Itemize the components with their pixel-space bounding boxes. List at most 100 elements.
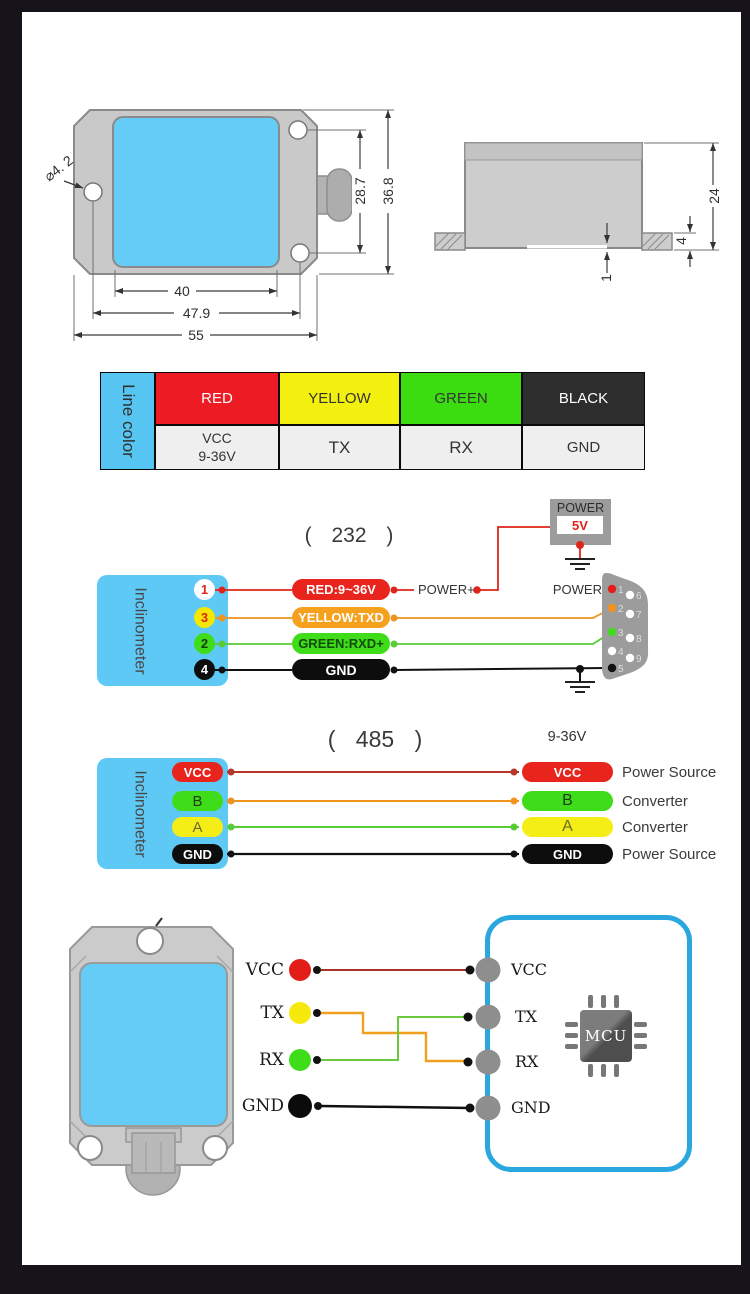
cable-gland-cap [326,168,353,222]
rs485-right-pin-a: A [522,817,613,837]
mounting-hole-left [83,182,103,202]
rs232-wiring: 1 2 3 4 5 6 7 8 9 [215,526,649,693]
rs485-left-pin-vcc: VCC [172,762,223,782]
mcu-pin-label-vcc: VCC [511,960,548,979]
hole-leader-arrow [63,180,84,189]
rs485-right-pin-b: B [522,791,613,811]
sensor-rx-dot [289,1049,311,1071]
svg-text:5: 5 [618,664,624,675]
rs232-inclinometer-label: Inclinometer [131,586,149,675]
table-val-green: RX [400,425,522,470]
rs232-title: ( 232 ) [304,524,394,547]
rs485-voltage-label: 9-36V [547,729,587,745]
sensor-pin-label-rx: RX [259,1050,284,1070]
gland-cap-bottom [125,1142,181,1196]
front-dim-55: 55 [182,327,210,343]
housing-front [73,109,318,275]
top-mounting-hole [136,927,164,955]
rs485-desc-power-source-1: Power Source [622,764,717,781]
rs232-wire-gnd-label: GND [292,659,390,680]
sensor-pin-label-vcc: VCC [245,960,284,980]
side-dim-4: 4 [673,237,689,245]
rs485-left-pin-b: B [172,791,223,811]
mcu-pin-label-gnd: GND [511,1098,551,1117]
rs485-wiring [227,768,519,858]
table-val-red: VCC 9-36V [155,425,279,470]
power-supply-box: POWER 5V [550,499,611,545]
flange-right [641,232,673,251]
front-dim-36-8: 36.8 [380,169,396,213]
side-dim-1: 1 [598,274,614,282]
ground-symbol-power [565,558,595,570]
rs232-pin-1: 1 [194,579,215,600]
sensor-gnd-dot [288,1094,312,1118]
diagram-canvas: Inclinometer Inclinometer POWER 5V [22,12,741,1265]
svg-text:4: 4 [618,647,624,658]
sensor-pin-label-gnd: GND [241,1096,284,1116]
rs485-desc-converter-2: Converter [622,819,688,836]
table-col-yellow: YELLOW [279,372,400,425]
rs232-power-plus-label: POWER+ [418,582,475,597]
housing-bottom-view [69,926,234,1166]
rs232-wire-yellow-label: YELLOW:TXD [292,607,390,628]
rs485-right-pin-vcc: VCC [522,762,613,782]
power-supply-voltage: 5V [557,516,603,534]
rs485-inclinometer-label-wrap: Inclinometer [97,758,182,869]
rs485-desc-power-source-2: Power Source [622,846,717,863]
svg-text:6: 6 [636,591,642,602]
front-view-drawing [63,109,394,341]
table-val-black: GND [522,425,645,470]
svg-text:2: 2 [618,604,624,615]
rs232-db9-power-label: POWER [552,582,602,597]
svg-text:1: 1 [618,585,624,596]
table-col-red: RED [155,372,279,425]
sensor-tx-dot [289,1002,311,1024]
table-val-yellow: TX [279,425,400,470]
front-dim-40: 40 [168,283,196,299]
table-header-line-color: Line color [100,372,155,470]
power-supply-title: POWER [556,501,605,515]
db9-pins [607,584,635,673]
db9-pin-numbers: 1 2 3 4 5 6 7 8 9 [618,585,642,675]
ground-symbol-db9 [565,681,595,693]
rs232-wire-red-label: RED:9~36V [292,579,390,600]
side-dim-24: 24 [706,185,722,207]
table-col-green: GREEN [400,372,522,425]
sensor-face-bottom-view [79,962,228,1127]
rs485-desc-converter-1: Converter [622,793,688,810]
mcu-pin-label-rx: RX [515,1052,539,1071]
sensor-face-front [112,116,280,268]
rs485-left-pin-gnd: GND [172,844,223,864]
mcu-pin-label-tx: TX [515,1007,538,1026]
rs485-title: ( 485 ) [327,726,423,752]
front-hole-diameter-label: ⌀4. 2 [40,152,76,185]
svg-text:3: 3 [618,628,624,639]
mcu-chip-label: MCU [584,1027,628,1045]
table-val-red-line1: VCC [202,430,232,446]
front-dim-28-7: 28.7 [352,169,368,213]
rs232-pin-4: 4 [194,659,215,680]
table-header-line-color-text: Line color [118,384,138,458]
sensor-pin-label-tx: TX [260,1003,284,1023]
rs232-inclinometer-label-wrap: Inclinometer [97,575,182,686]
base-gap-notch [527,245,607,249]
table-val-red-line2: 9-36V [198,447,236,464]
rs485-left-pin-a: A [172,817,223,837]
bottom-hole-left [77,1135,103,1161]
bottom-hole-right [202,1135,228,1161]
mcu-board-box [485,915,692,1172]
flange-left [434,232,466,251]
gland-neck-bottom [131,1132,176,1174]
cable-gland-neck [315,175,331,215]
svg-text:8: 8 [636,634,642,645]
db9-connector-body [602,573,649,680]
mounting-hole-top-right [288,120,308,140]
rs232-pin-3: 3 [194,607,215,628]
sensor-vcc-dot [289,959,311,981]
svg-text:9: 9 [636,654,642,665]
front-dim-47-9: 47.9 [174,305,219,321]
table-col-black: BLACK [522,372,645,425]
mounting-hole-bottom-right [290,243,310,263]
rs232-pin-2: 2 [194,633,215,654]
